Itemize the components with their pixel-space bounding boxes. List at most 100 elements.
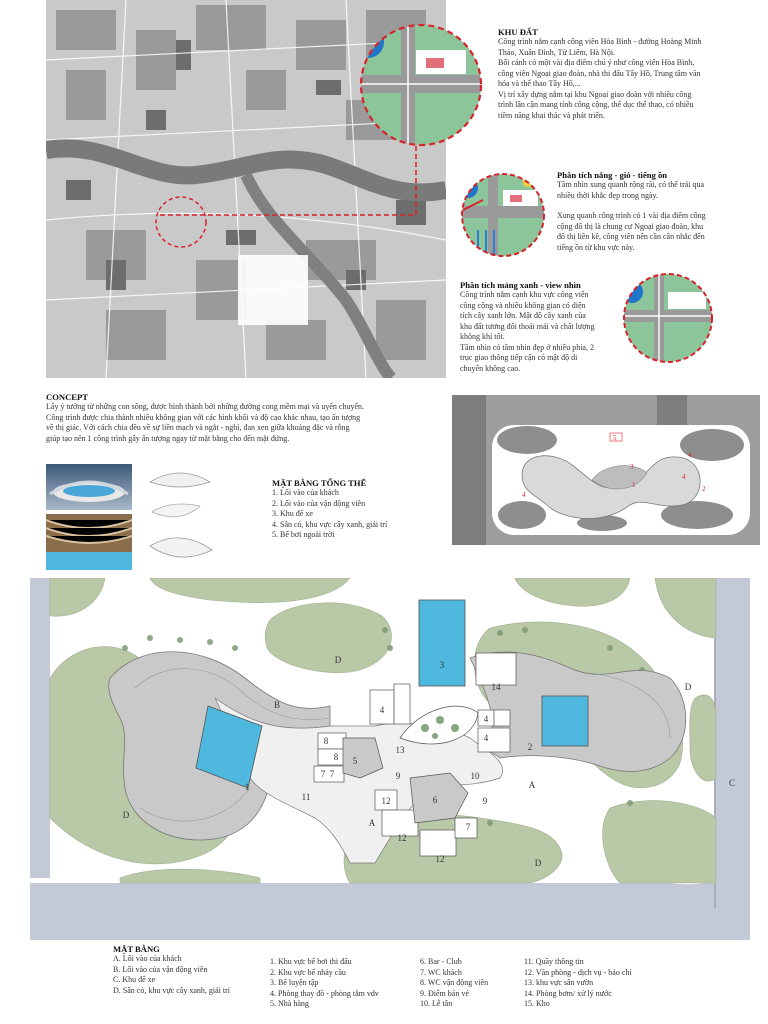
concept-photo-exterior [46, 464, 132, 510]
plan-label: D [535, 858, 542, 868]
plan-number: 7 [466, 822, 471, 832]
legend-item: A. Lối vào của khách [113, 954, 182, 963]
floor-plan-legend-col4: 11. Quầy thông tin 12. Văn phòng - dịch … [524, 957, 684, 1010]
sun-wind-section: Phân tích nắng - gió - tiếng ồn Tầm nhìn… [557, 170, 762, 253]
text-line: công viên Ngoại giao đoàn, nhà thi đấu T… [498, 68, 701, 78]
plan-number: 14 [492, 682, 502, 692]
legend-item: 11. Quầy thông tin [524, 957, 584, 966]
khu-dat-text: Công trình nằm cạnh công viên Hòa Bình -… [498, 37, 763, 121]
plan-number: 9 [396, 771, 401, 781]
text-line: chuyển không cao. [460, 363, 521, 373]
legend-item: 14. Phòng bơm/ xử lý nước [524, 988, 612, 998]
text-line: Công trình được chia thành nhiều không g… [46, 412, 361, 422]
legend-item: 8. WC vận động viên [420, 978, 489, 987]
plan-number: 12 [398, 833, 407, 843]
concept-photo-interior [46, 514, 132, 570]
legend-item: 13. khu vực sân vườn [524, 978, 594, 987]
text-line: Vị trí xây dựng nằm tại khu Ngoại giao đ… [498, 89, 692, 99]
floor-plan-legend-col3: 6. Bar - Club 7. WC khách 8. WC vận động… [420, 957, 520, 1010]
plan-number: 6 [433, 795, 438, 805]
site-label: 4 [522, 491, 526, 499]
floor-plan-legend-col1: MẶT BẰNG A. Lối vào của khách B. Lối vào… [113, 944, 253, 996]
greenery-section: Phân tích mảng xanh - view nhìn Công trì… [460, 280, 635, 374]
greenery-view-circle [623, 273, 713, 363]
text-line: công cộng và nhiều không gian có diện [460, 300, 586, 310]
legend-item: 5. Bể bơi ngoài trời [272, 530, 335, 539]
khu-dat-title: KHU ĐẤT [498, 27, 538, 37]
concept-title: CONCEPT [46, 392, 89, 402]
plan-number: 7 [330, 769, 335, 779]
greenery-title: Phân tích mảng xanh - view nhìn [460, 280, 581, 290]
legend-item: 5. Nhà hàng [270, 999, 309, 1008]
site-location-circle [359, 23, 483, 147]
khu-dat-section: KHU ĐẤT Công trình nằm cạnh công viên Hò… [498, 27, 763, 121]
text-line: không khí tốt. [460, 332, 505, 341]
text-line: tiếng ồn từ khu vực này. [557, 242, 635, 252]
text-line: Thảo, Xuân Đỉnh, Từ Liêm, Hà Nội. [498, 47, 616, 57]
text-line: Xung quanh công trình có 1 vài địa điểm … [557, 211, 706, 220]
plan-number: 9 [483, 796, 488, 806]
legend-item: 3. Khu để xe [272, 509, 313, 518]
site-label: 5 [613, 434, 617, 442]
legend-item: 6. Bar - Club [420, 957, 462, 966]
master-plan-legend: MẶT BẰNG TỔNG THỂ 1. Lối vào của khách 2… [272, 478, 452, 541]
sun-wind-analysis-circle [461, 173, 545, 257]
legend-item: 15. Kho [524, 999, 550, 1008]
text-line: Tầm nhìn xung quanh rộng rãi, có thể trả… [557, 180, 705, 189]
plan-number: 1 [245, 782, 250, 792]
text-line: tích cây xanh lớn. Mật độ cây xanh của [460, 311, 586, 320]
plan-number: 8 [324, 736, 329, 746]
site-label: 4 [688, 451, 692, 459]
plan-number: 2 [528, 742, 533, 752]
text-line: nhiều thời khắc đẹp trong ngày. [557, 190, 659, 200]
plan-number: 11 [302, 792, 311, 802]
legend-item: 4. Phòng thay đồ - phòng tắm vdv [270, 988, 379, 998]
legend-item: 12. Văn phòng - dịch vụ - báo chí [524, 967, 632, 977]
legend-item: 3. Bể luyện tập [270, 978, 319, 987]
text-line: hóa và thể thao Tây Hồ,... [498, 79, 581, 88]
plan-label: A [529, 780, 536, 790]
text-line: cộng đô thị là chung cư Ngoại giao đoàn,… [557, 221, 704, 231]
text-line: Bối cảnh có một vài địa điểm chú ý như c… [498, 58, 695, 67]
text-line: giúp tạo nên 1 công trình gây ấn tượng n… [46, 433, 290, 443]
plan-number: 13 [396, 745, 406, 755]
legend-item: 4. Sân cỏ, khu vực cây xanh, giải trí [272, 519, 388, 529]
plan-number: 4 [484, 733, 489, 743]
site-label: 3 [630, 463, 634, 471]
text-line: đô thị liền kề, công viên nên cần cân nh… [557, 232, 705, 241]
master-plan-title: MẶT BẰNG TỔNG THỂ [272, 478, 367, 488]
sun-wind-text: Tầm nhìn xung quanh rộng rãi, có thể trả… [557, 180, 762, 253]
text-line: Tầm nhìn có tầm nhìn đẹp ở nhiều phía, 2 [460, 342, 594, 352]
plan-number: 7 [321, 769, 326, 779]
plan-number: 5 [353, 756, 358, 766]
master-site-plan: 5 4 4 3 1 2 4 [452, 395, 760, 545]
floor-plan-legend-col2: 1. Khu vực bể bơi thi đấu 2. Khu vực bể … [270, 957, 420, 1010]
plan-label: D [335, 655, 342, 665]
plan-number: 4 [380, 705, 385, 715]
text-line: Công trình nằm cạnh công viên Hòa Bình -… [498, 37, 702, 46]
text-line: trục giao thông tiếp cận có mật độ di [460, 353, 578, 362]
legend-item: 1. Lối vào của khách [272, 488, 339, 497]
text-line: Công trình nằm cạnh khu vực công viên [460, 290, 589, 299]
text-line: khu đất tương đối thoải mái và chất lượn… [460, 321, 595, 331]
spacer [557, 201, 762, 211]
legend-item: 2. Khu vực bể nhảy cầu [270, 967, 346, 977]
floor-plan-title: MẶT BẰNG [113, 944, 160, 954]
plan-label: B [274, 700, 280, 710]
ground-floor-plan: D D B D A A D C 3 14 4 2 1 8 8 5 7 7 11 … [30, 578, 750, 940]
legend-item: B. Lối vào của vận động viên [113, 964, 208, 974]
site-label: 2 [702, 485, 706, 493]
legend-item: 10. Lễ tân [420, 999, 453, 1008]
plan-label: C [729, 778, 735, 788]
legend-item: 2. Lối vào của vận động viên [272, 498, 366, 508]
plan-label: D [685, 682, 692, 692]
site-label: 4 [682, 473, 686, 481]
legend-item: D. Sân cỏ, khu vực cây xanh, giải trí [113, 985, 230, 995]
plan-number: 8 [334, 752, 339, 762]
greenery-text: Công trình nằm cạnh khu vực công viên cô… [460, 290, 635, 374]
legend-item: 7. WC khách [420, 967, 462, 977]
plan-label: D [123, 810, 130, 820]
sun-wind-title: Phân tích nắng - gió - tiếng ồn [557, 170, 668, 180]
plan-label: A [369, 818, 376, 828]
plan-number: 12 [436, 854, 445, 864]
